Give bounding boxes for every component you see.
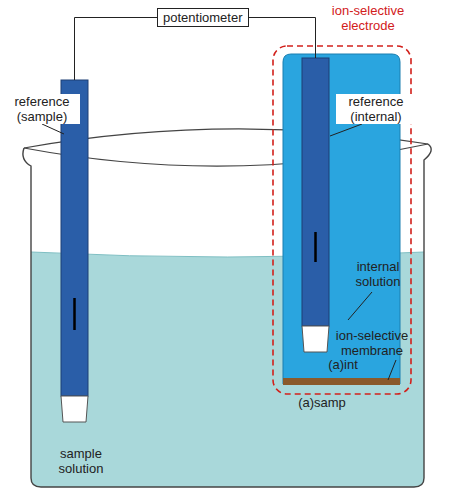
ion-selective-membrane [283, 378, 400, 385]
internal-reference [302, 58, 329, 326]
part-label: reference (internal) [336, 94, 416, 124]
leader-line [42, 124, 64, 134]
part-label: internal solution [347, 259, 409, 289]
reference-electrode [61, 80, 88, 396]
lead-wire [75, 18, 158, 81]
activity-label: (a)int [318, 357, 368, 372]
leader-line [388, 360, 396, 380]
lead-wire [249, 18, 316, 59]
electrode-wire [73, 298, 76, 330]
leader-line [330, 124, 362, 136]
part-label: sample solution [49, 446, 113, 476]
leader-line [348, 292, 372, 320]
instrument-box: potentiometer [157, 8, 249, 27]
ise-label: ion-selective electrode [320, 3, 416, 33]
box-text: potentiometer [158, 9, 248, 26]
activity-label: (a)samp [294, 395, 350, 410]
electrode-frit [302, 326, 329, 352]
electrode-wire [314, 232, 317, 262]
part-label: reference (sample) [4, 94, 80, 124]
electrode-frit [61, 396, 88, 422]
part-label: ion-selective membrane [324, 328, 420, 358]
